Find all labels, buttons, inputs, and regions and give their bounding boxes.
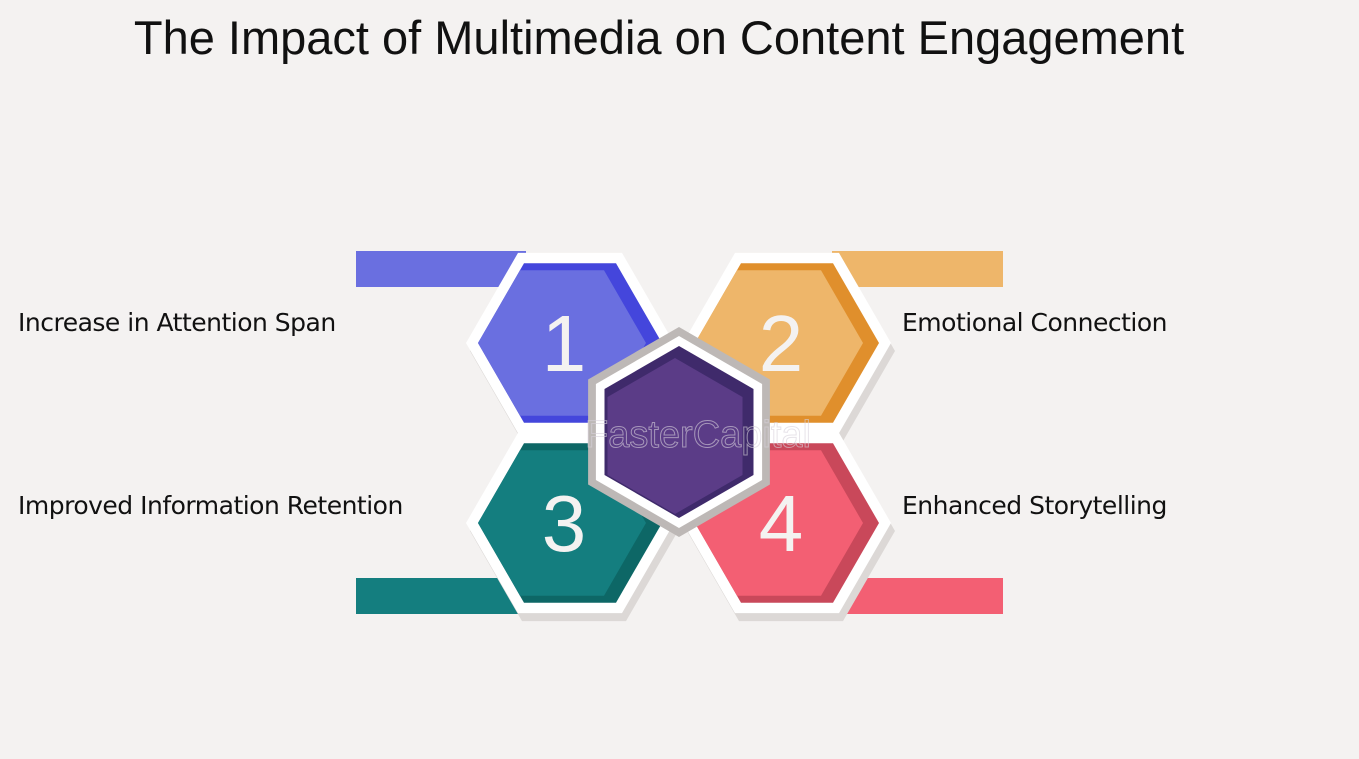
- bar-2: [832, 251, 1003, 287]
- step-number-4: 4: [759, 479, 804, 568]
- label-emotional-connection: Emotional Connection: [902, 308, 1168, 337]
- bar-3: [356, 578, 526, 614]
- step-number-2: 2: [759, 299, 804, 388]
- center-hexagon: [607, 358, 743, 514]
- label-attention-span: Increase in Attention Span: [18, 308, 336, 337]
- step-number-1: 1: [542, 299, 587, 388]
- watermark-logo: FasterCapital: [585, 414, 811, 456]
- bar-1: [356, 251, 526, 287]
- label-enhanced-storytelling: Enhanced Storytelling: [902, 491, 1167, 520]
- label-information-retention: Improved Information Retention: [18, 491, 403, 520]
- diagram-title: The Impact of Multimedia on Content Enga…: [133, 11, 1185, 64]
- step-number-3: 3: [542, 479, 587, 568]
